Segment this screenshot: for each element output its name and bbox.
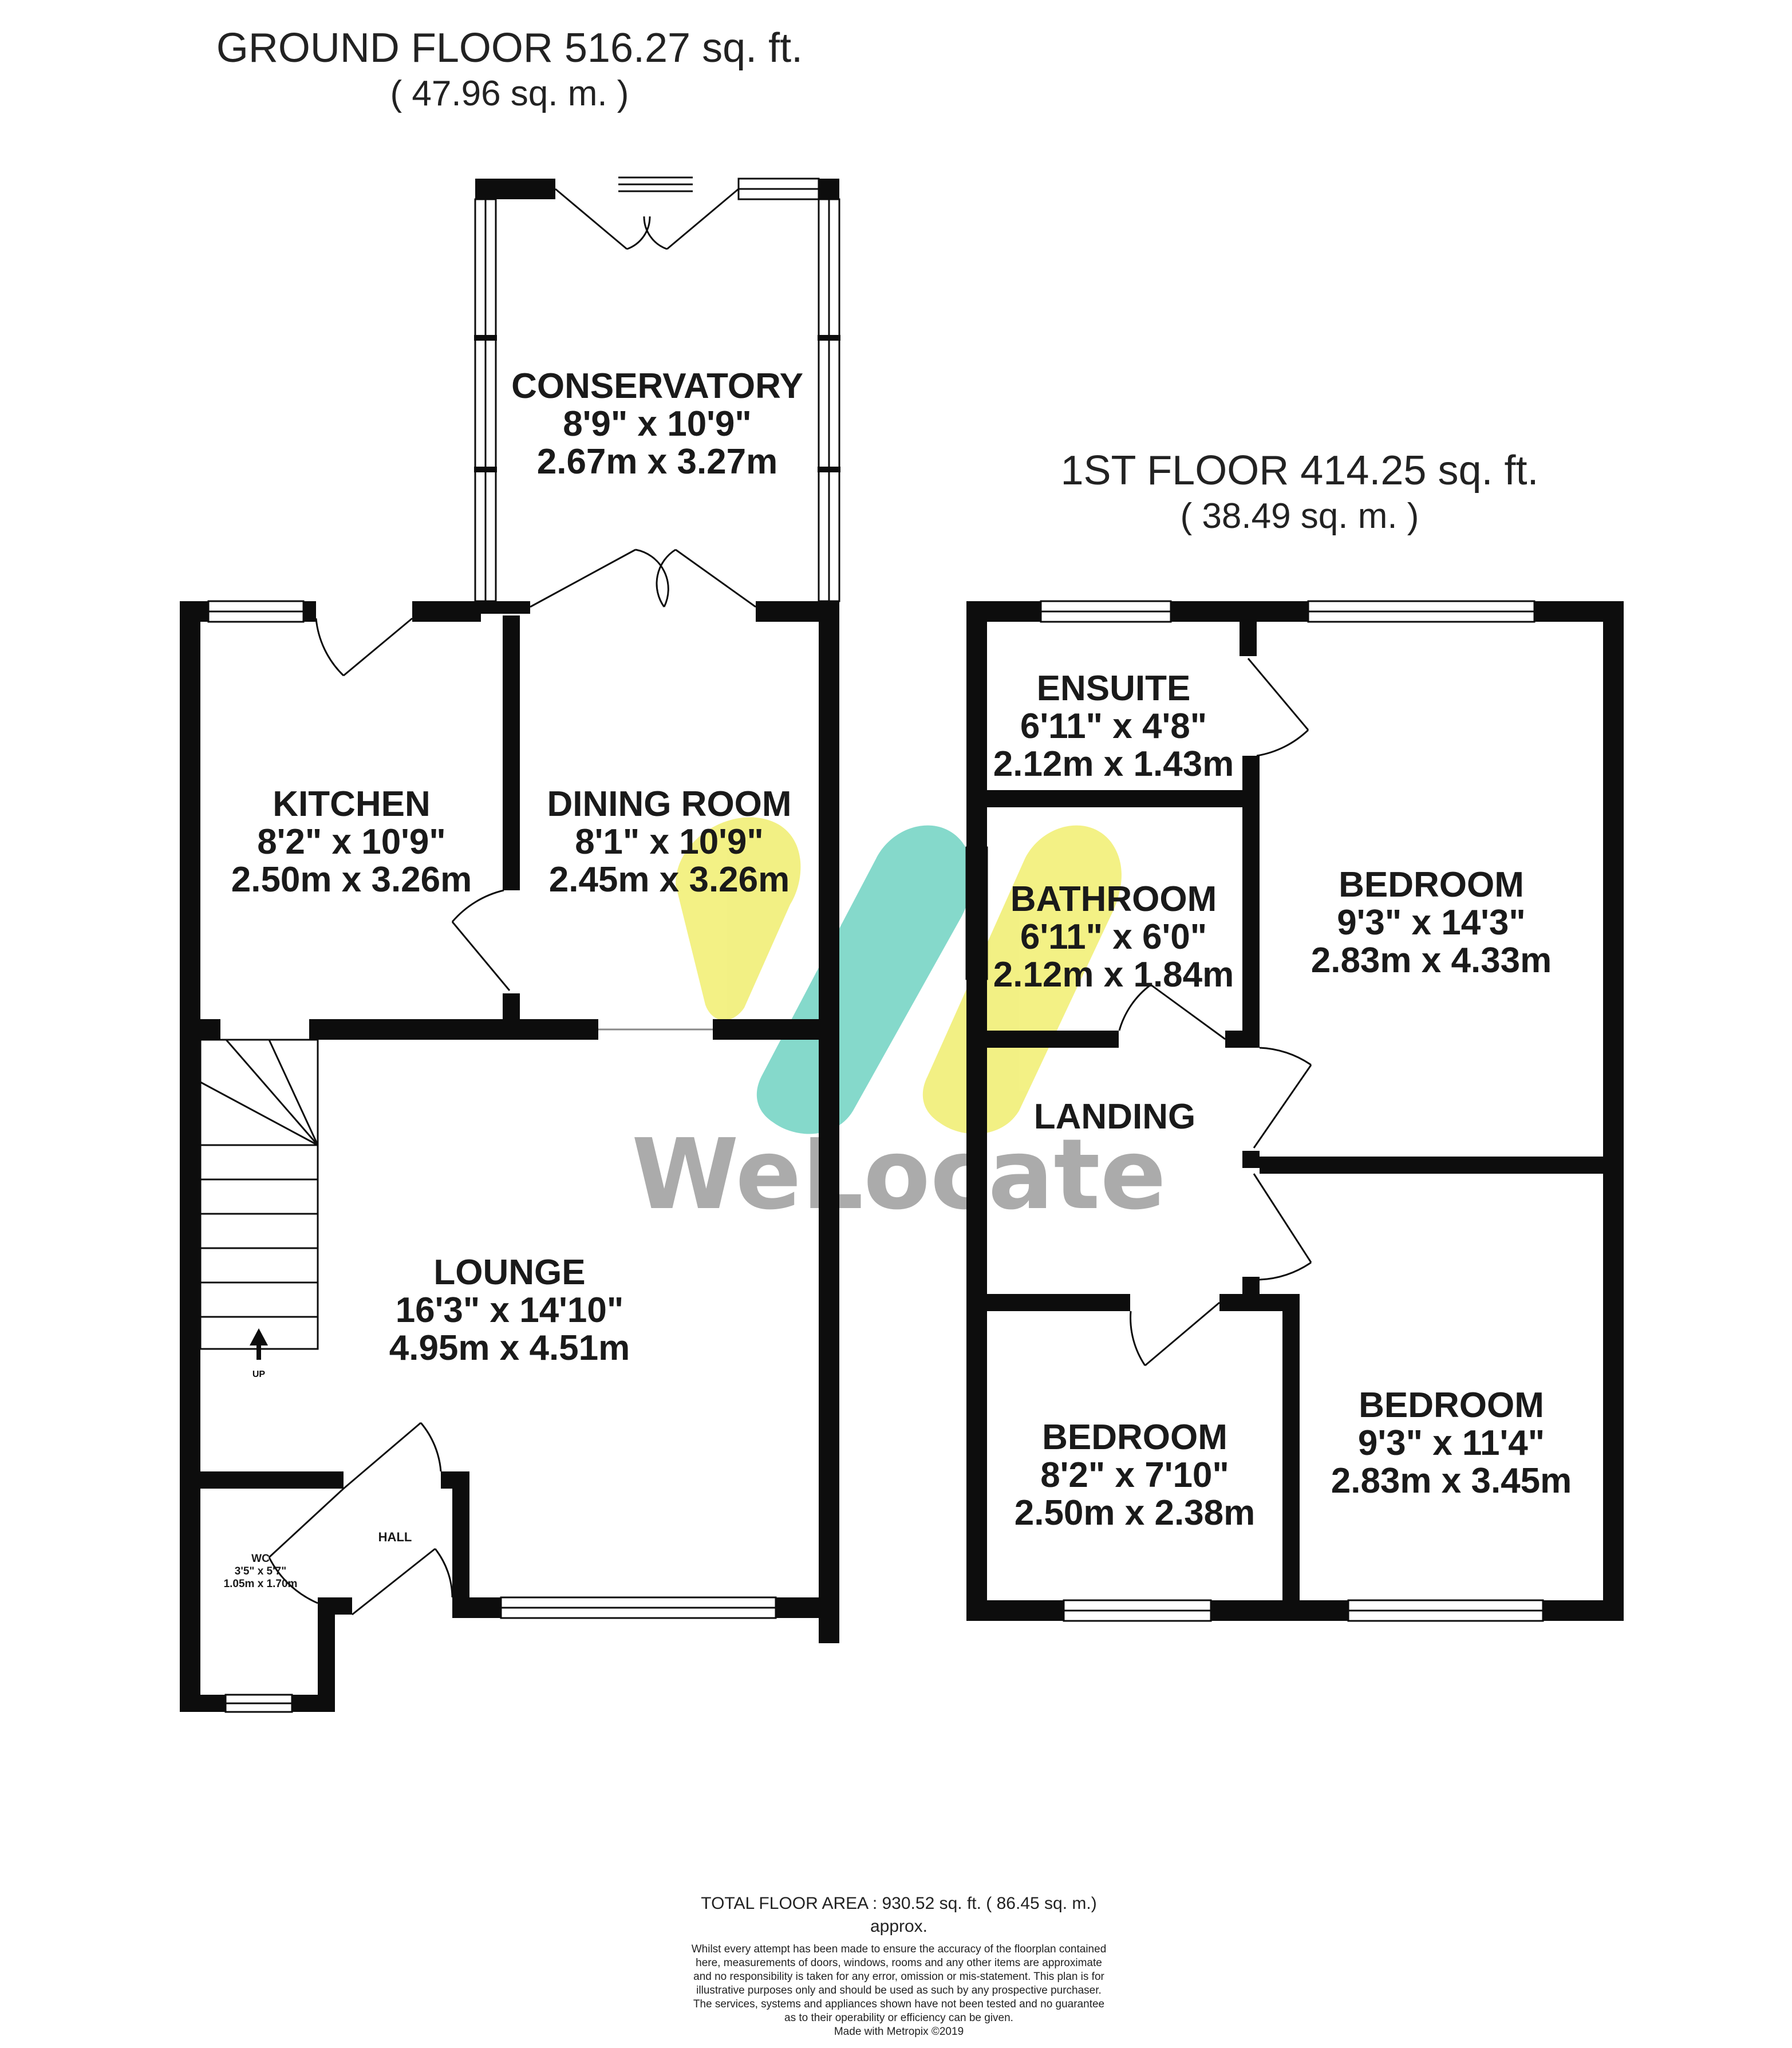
stairs-up-label: UP <box>252 1370 266 1379</box>
room-label-bedroom-3: BEDROOM 9'3" x 11'4" 2.83m x 3.45m <box>1331 1386 1572 1501</box>
room-label-kitchen: KITCHEN 8'2" x 10'9" 2.50m x 3.26m <box>231 784 472 899</box>
first-floor-doors <box>1118 658 1312 1367</box>
kitchen-door <box>315 617 413 677</box>
ground-floor-title: GROUND FLOOR 516.27 sq. ft. <box>216 25 803 71</box>
room-label-bedroom-1: BEDROOM 9'3" x 14'3" 2.83m x 4.33m <box>1311 865 1552 980</box>
ground-stairs <box>199 1039 319 1350</box>
front-door <box>352 1548 453 1616</box>
conservatory-french-doors <box>555 176 739 250</box>
first-floor-windows <box>965 600 1544 1622</box>
room-label-bedroom-2: BEDROOM 8'2" x 7'10" 2.50m x 2.38m <box>1014 1418 1256 1533</box>
footer: TOTAL FLOOR AREA : 930.52 sq. ft. ( 86.4… <box>687 1892 1111 2039</box>
lounge-hall-door <box>343 1422 442 1490</box>
room-label-conservatory: CONSERVATORY 8'9" x 10'9" 2.67m x 3.27m <box>511 366 803 482</box>
total-floor-area: TOTAL FLOOR AREA : 930.52 sq. ft. ( 86.4… <box>701 1894 1097 1936</box>
first-floor-title: 1ST FLOOR 414.25 sq. ft. <box>1060 448 1539 494</box>
first-floor-subtitle: ( 38.49 sq. m. ) <box>1180 496 1419 536</box>
wc-door <box>268 1487 345 1604</box>
room-label-landing: LANDING <box>1033 1097 1196 1137</box>
conservatory-mullions <box>474 335 840 472</box>
lounge-window <box>500 1596 777 1619</box>
first-floor-walls <box>966 601 1624 1621</box>
wc-window <box>224 1694 293 1713</box>
room-label-bathroom: BATHROOM 6'11" x 6'0" 2.12m x 1.84m <box>993 879 1234 995</box>
room-label-wc: WC 3'5" x 5'7" 1.05m x 1.70m <box>223 1553 298 1590</box>
watermark-text: WeLocate <box>631 1118 1166 1232</box>
ground-floor-walls <box>180 179 839 1712</box>
dining-french-doors <box>530 548 756 608</box>
conservatory-glazing <box>474 177 840 602</box>
stairs-up-arrow-icon <box>250 1328 268 1360</box>
kitchen-window <box>207 600 305 623</box>
ground-floor-subtitle: ( 47.96 sq. m. ) <box>390 74 629 113</box>
made-with-credit: Made with Metropix ©2019 <box>834 2026 964 2038</box>
kitchen-dining-door <box>451 889 511 991</box>
room-label-ensuite: ENSUITE 6'11" x 4'8" 2.12m x 1.43m <box>993 669 1234 784</box>
disclaimer-text: Whilst every attempt has been made to en… <box>691 1943 1107 2024</box>
first-floor-header: 1ST FLOOR 414.25 sq. ft. ( 38.49 sq. m. … <box>950 447 1649 538</box>
room-label-dining-room: DINING ROOM 8'1" x 10'9" 2.45m x 3.26m <box>547 784 792 899</box>
room-label-lounge: LOUNGE 16'3" x 14'10" 4.95m x 4.51m <box>389 1253 630 1368</box>
ground-floor-header: GROUND FLOOR 516.27 sq. ft. ( 47.96 sq. … <box>172 24 847 116</box>
room-label-hall: HALL <box>378 1530 412 1544</box>
